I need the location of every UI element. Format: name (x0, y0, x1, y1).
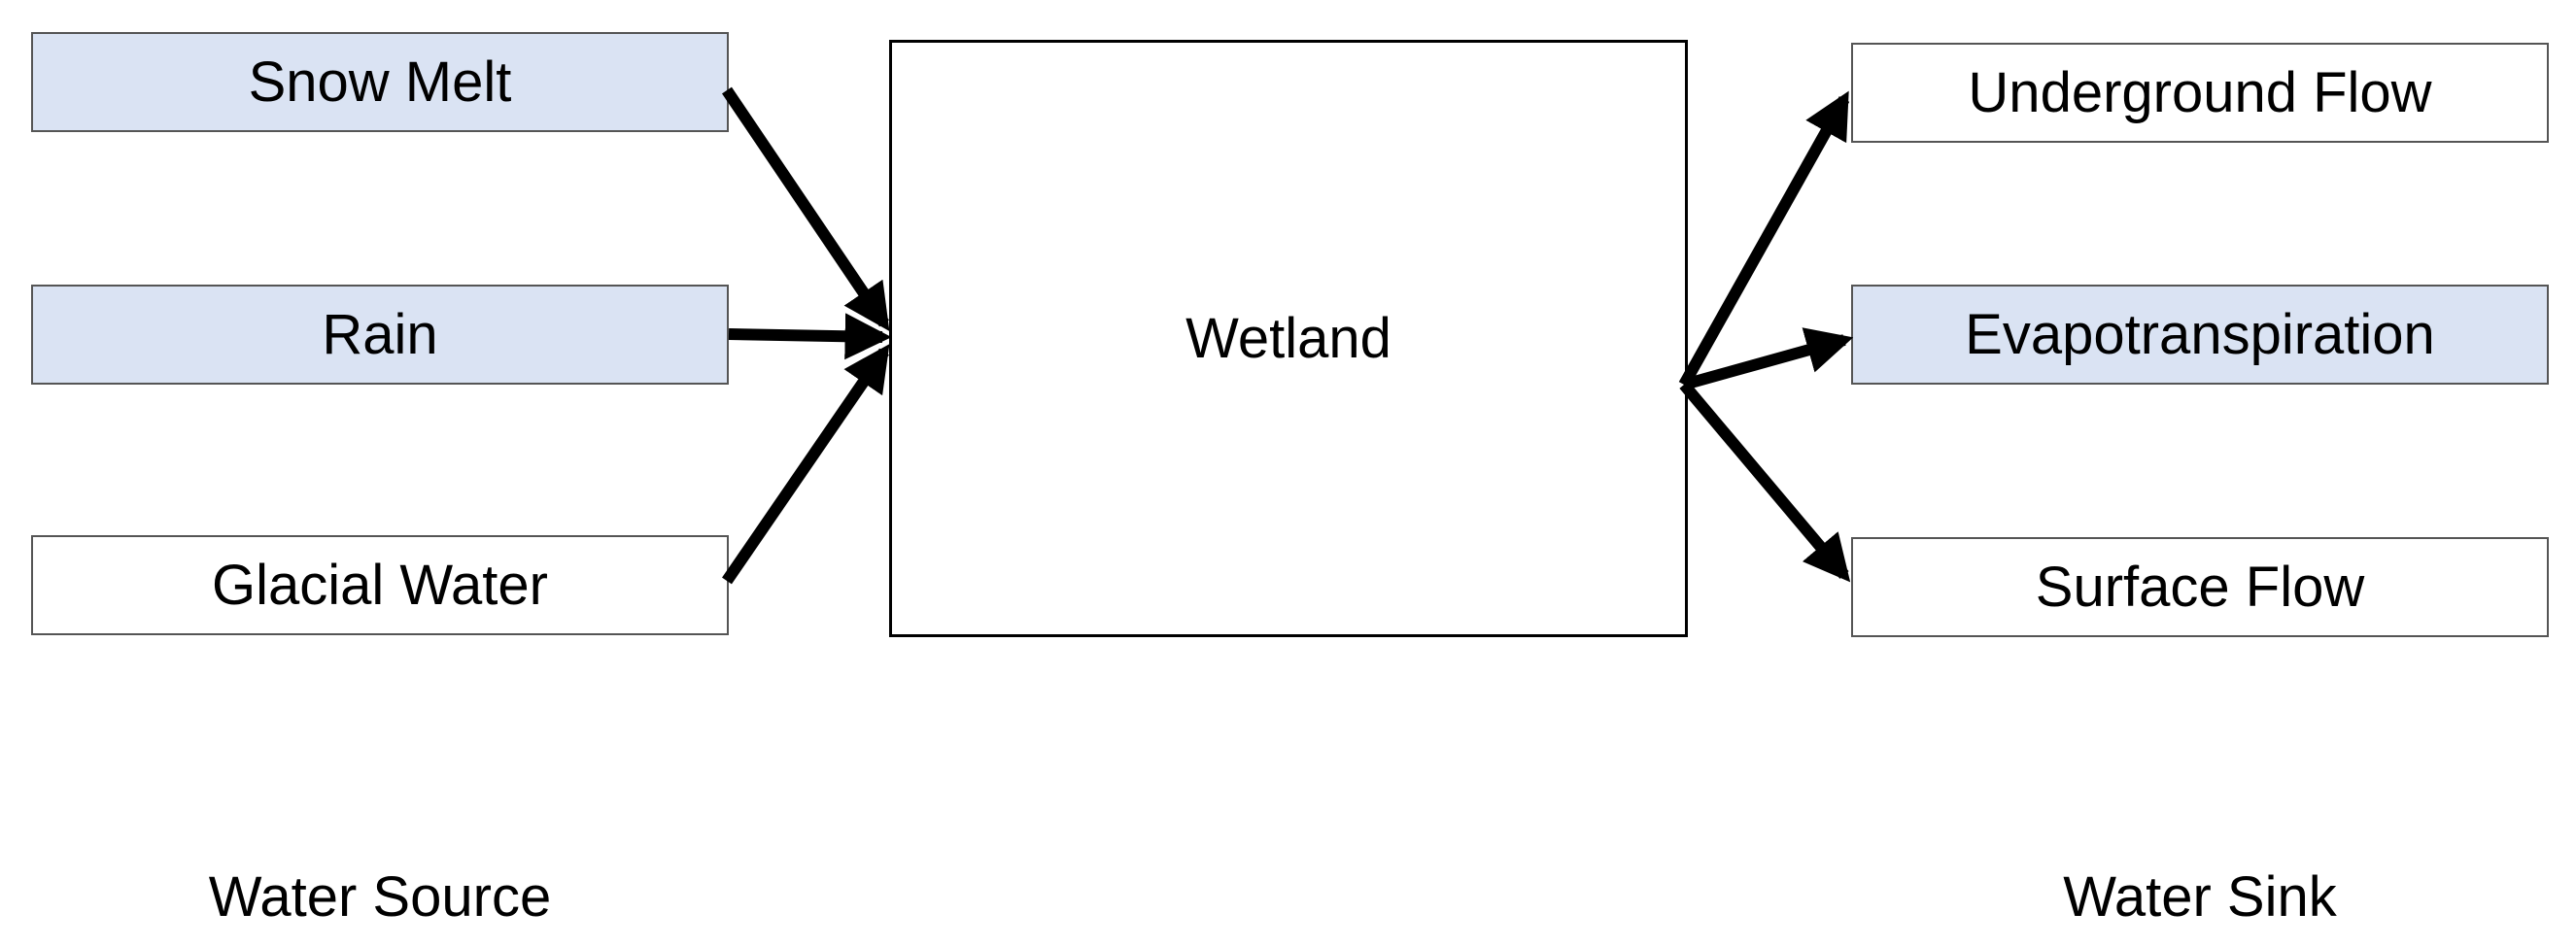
node-evapotranspiration-label: Evapotranspiration (1965, 302, 2435, 366)
sink-group-label: Water Sink (2063, 865, 2337, 929)
node-glacial-water: Glacial Water (31, 535, 729, 635)
node-snow-melt: Snow Melt (31, 32, 729, 132)
node-snow-melt-label: Snow Melt (248, 50, 512, 114)
node-rain: Rain (31, 285, 729, 385)
edge-snow-melt-to-wetland (722, 86, 890, 331)
node-rain-label: Rain (322, 302, 438, 366)
edge-rain-to-wetland (728, 313, 892, 360)
edge-wetland-to-underground-flow (1678, 90, 1850, 388)
node-wetland-label: Wetland (1185, 306, 1391, 370)
node-evapotranspiration: Evapotranspiration (1851, 285, 2549, 385)
source-group-label: Water Source (208, 865, 552, 929)
node-surface-flow: Surface Flow (1851, 537, 2549, 637)
edge-wetland-to-evapotranspiration (1682, 327, 1854, 390)
node-surface-flow-label: Surface Flow (2035, 555, 2365, 619)
node-underground-flow-label: Underground Flow (1968, 60, 2432, 124)
node-underground-flow: Underground Flow (1851, 43, 2549, 143)
edge-wetland-to-surface-flow (1679, 381, 1851, 583)
edge-glacial-water-to-wetland (722, 344, 890, 585)
node-glacial-water-label: Glacial Water (212, 553, 548, 617)
